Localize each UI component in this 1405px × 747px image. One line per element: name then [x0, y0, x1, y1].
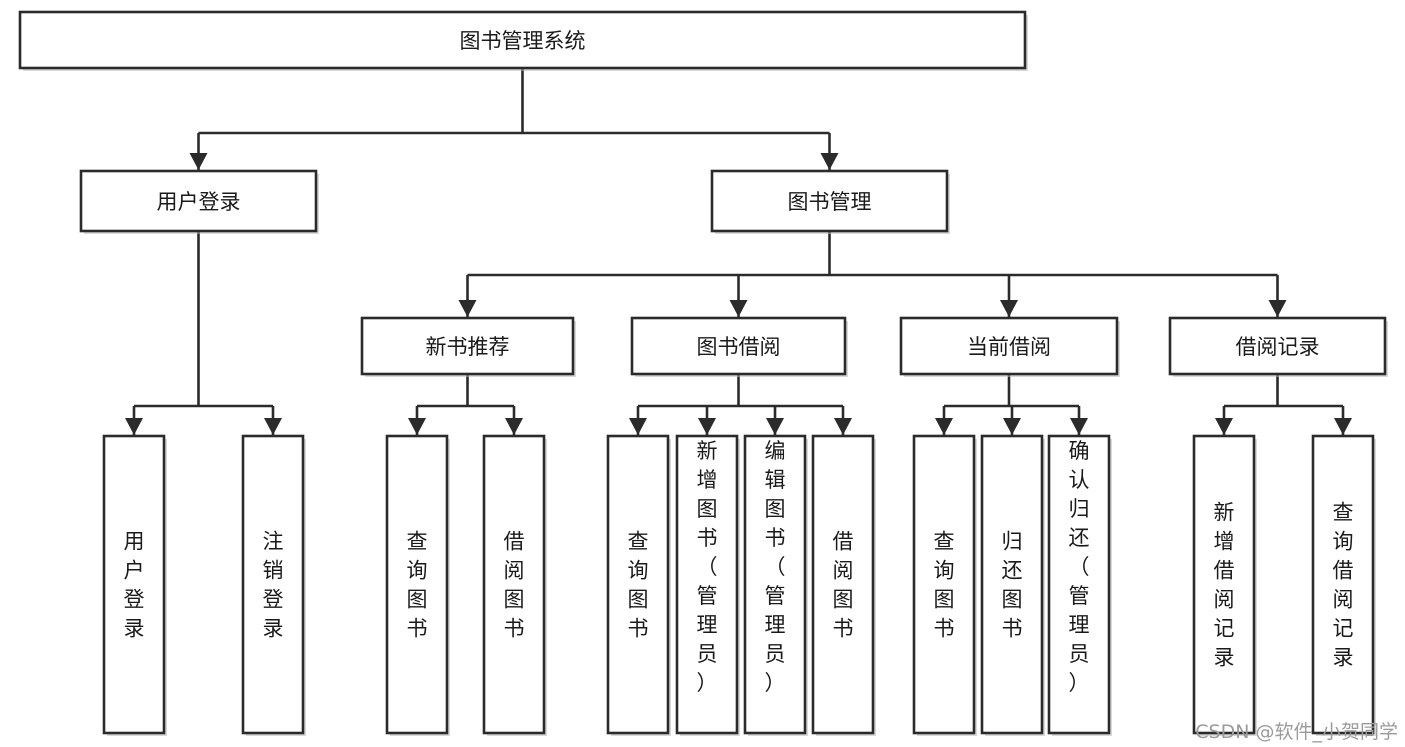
node-borrow-record[interactable]: 借阅记录 [1168, 316, 1388, 377]
node-current-borrow[interactable]: 当前借阅 [899, 316, 1120, 377]
arrow-head [834, 418, 852, 435]
node-root[interactable]: 图书管理系统 [18, 10, 1028, 71]
arrow-head [1000, 300, 1018, 317]
node-label: 图书管理 [788, 190, 872, 214]
arrow-head [408, 418, 426, 435]
node-outline [79, 169, 318, 233]
node-label-vertical: 借阅图书 [504, 530, 525, 641]
node-book-manage[interactable]: 图书管理 [710, 169, 950, 234]
node-layer: 图书管理系统用户登录图书管理新书推荐图书借阅当前借阅借阅记录用户登录注销登录查询… [18, 10, 1388, 736]
node-leaf-return-book[interactable]: 归还图书 [980, 434, 1045, 736]
node-label: 借阅记录 [1236, 335, 1320, 359]
arrow-head [264, 418, 282, 435]
node-outline [912, 434, 976, 735]
node-outline [606, 434, 670, 735]
node-leaf-add-record[interactable]: 新增借阅记录 [1192, 434, 1257, 736]
arrow-head [1268, 300, 1287, 317]
node-outline [1311, 434, 1375, 735]
node-label-vertical: 确认归还（管理员） [1069, 439, 1090, 695]
node-leaf-add-book[interactable]: 新增图书（管理员） [675, 434, 740, 736]
node-outline [710, 169, 949, 233]
node-label-vertical: 用户登录 [124, 530, 145, 641]
node-outline [385, 434, 449, 735]
node-leaf-borrow-book-rec[interactable]: 借阅图书 [482, 434, 547, 736]
arrow-head [189, 153, 208, 170]
node-leaf-user-login[interactable]: 用户登录 [102, 434, 167, 736]
node-leaf-query-book-br[interactable]: 查询图书 [606, 434, 671, 736]
arrow-head [766, 418, 784, 435]
node-outline [18, 10, 1027, 70]
arrow-head [820, 153, 839, 170]
node-outline [811, 434, 875, 735]
node-label-vertical: 借阅图书 [833, 530, 854, 641]
node-outline [241, 434, 305, 735]
node-outline [743, 434, 807, 735]
node-label: 图书管理系统 [460, 29, 586, 53]
node-user-login[interactable]: 用户登录 [79, 169, 319, 234]
arrow-head [125, 418, 143, 435]
arrow-head [698, 418, 716, 435]
arrow-head [629, 418, 647, 435]
node-outline [899, 316, 1119, 376]
node-leaf-logout[interactable]: 注销登录 [241, 434, 306, 736]
node-outline [360, 316, 575, 376]
node-label: 当前借阅 [967, 335, 1051, 359]
arrow-head [458, 300, 477, 317]
node-outline [1047, 434, 1111, 735]
node-outline [630, 316, 847, 376]
node-leaf-confirm-return[interactable]: 确认归还（管理员） [1047, 434, 1112, 736]
node-label-vertical: 查询图书 [407, 530, 428, 641]
node-book-borrow[interactable]: 图书借阅 [630, 316, 848, 377]
node-label-vertical: 查询图书 [628, 530, 649, 641]
node-label-vertical: 查询借阅记录 [1333, 501, 1354, 670]
node-label-vertical: 注销登录 [263, 530, 284, 641]
node-outline [1168, 316, 1387, 376]
node-outline [482, 434, 546, 735]
csdn-watermark: CSDN @软件_小贺同学 [1195, 721, 1398, 743]
node-outline [1192, 434, 1256, 735]
node-label-vertical: 查询图书 [934, 530, 955, 641]
node-outline [102, 434, 166, 735]
node-label: 新书推荐 [426, 335, 510, 359]
arrow-head [1215, 418, 1233, 435]
node-leaf-query-book-rec[interactable]: 查询图书 [385, 434, 450, 736]
node-leaf-query-record[interactable]: 查询借阅记录 [1311, 434, 1376, 736]
node-label-vertical: 编辑图书（管理员） [765, 439, 786, 695]
node-label: 用户登录 [157, 190, 241, 214]
node-label-vertical: 归还图书 [1002, 530, 1023, 641]
arrow-head [1334, 418, 1352, 435]
arrow-head [729, 300, 748, 317]
node-new-book-recommend[interactable]: 新书推荐 [360, 316, 576, 377]
node-label-vertical: 新增借阅记录 [1214, 501, 1235, 670]
node-leaf-edit-book[interactable]: 编辑图书（管理员） [743, 434, 808, 736]
connector-layer [125, 68, 1352, 435]
node-outline [675, 434, 739, 735]
arrow-head [1003, 418, 1021, 435]
node-outline [980, 434, 1044, 735]
node-leaf-query-book-cb[interactable]: 查询图书 [912, 434, 977, 736]
node-label-vertical: 新增图书（管理员） [697, 439, 718, 695]
arrow-head [935, 418, 953, 435]
arrow-head [505, 418, 523, 435]
arrow-head [1070, 418, 1088, 435]
node-leaf-borrow-book-br[interactable]: 借阅图书 [811, 434, 876, 736]
node-label: 图书借阅 [697, 335, 781, 359]
